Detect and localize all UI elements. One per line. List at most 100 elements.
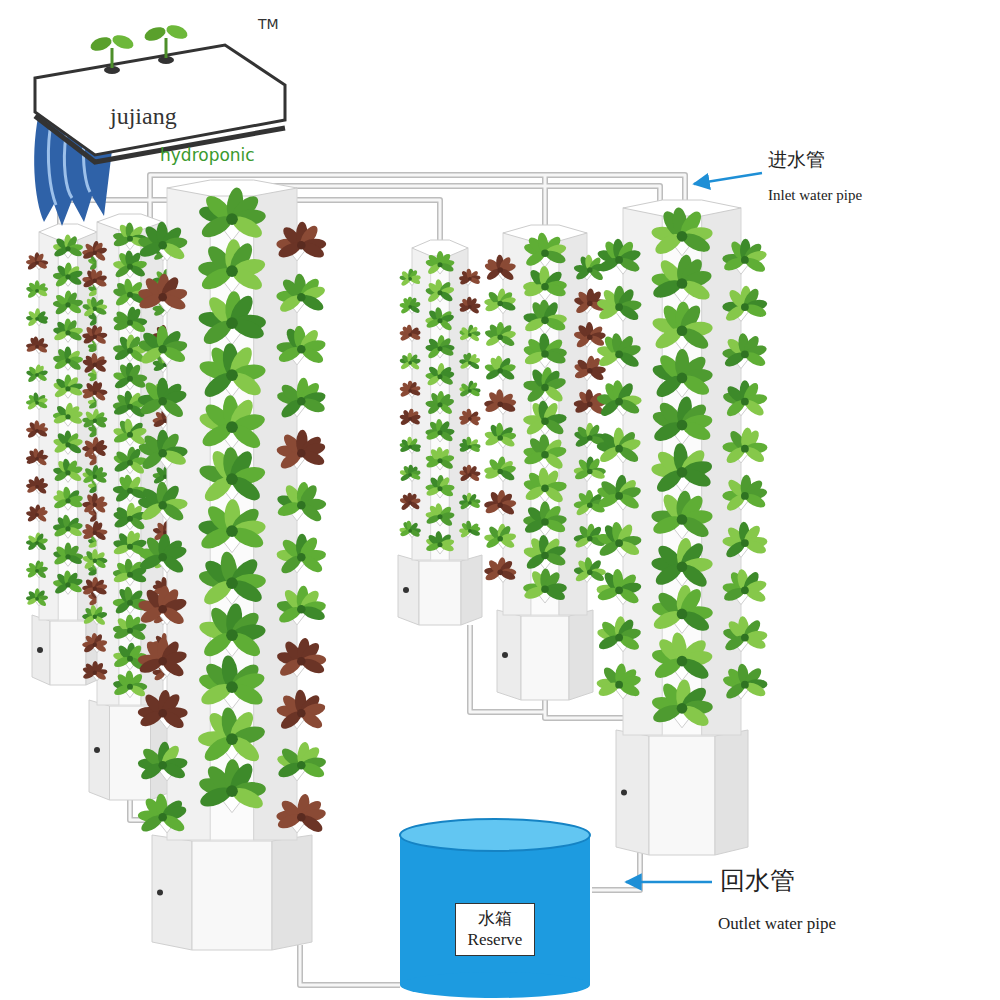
leaf bbox=[400, 333, 411, 342]
leaf-heart bbox=[93, 587, 97, 591]
tower-base bbox=[497, 610, 521, 700]
leaf-heart bbox=[587, 334, 593, 340]
leaf-heart bbox=[65, 274, 70, 279]
leaf-heart bbox=[127, 684, 133, 690]
leaf bbox=[409, 305, 420, 315]
base-valve bbox=[37, 647, 43, 653]
leaf-heart bbox=[468, 501, 472, 505]
leaf bbox=[409, 361, 420, 371]
leaf bbox=[93, 390, 106, 402]
leaf-heart bbox=[541, 585, 549, 593]
leaf-heart bbox=[497, 334, 503, 340]
leaf-heart bbox=[35, 289, 39, 293]
leaf-heart bbox=[615, 586, 623, 594]
leaf bbox=[469, 417, 480, 427]
leaf-heart bbox=[226, 369, 238, 381]
leaf-heart bbox=[65, 246, 70, 251]
leaf-heart bbox=[35, 457, 39, 461]
leaf-heart bbox=[497, 301, 503, 307]
leaf-heart bbox=[468, 389, 472, 393]
leaf-heart bbox=[741, 492, 749, 500]
tower-base bbox=[569, 610, 593, 700]
leaf-heart bbox=[226, 473, 238, 485]
leaf-heart bbox=[541, 317, 549, 325]
leaf-heart bbox=[35, 345, 39, 349]
leaf-heart bbox=[65, 582, 70, 587]
leaf-heart bbox=[541, 384, 549, 392]
leaf-heart bbox=[297, 501, 306, 510]
leaf-heart bbox=[35, 597, 39, 601]
leaf-heart bbox=[587, 570, 593, 576]
leaf bbox=[36, 457, 48, 467]
leaf-heart bbox=[541, 249, 549, 257]
leaf-heart bbox=[615, 256, 623, 264]
leaf-heart bbox=[437, 458, 442, 463]
leaf bbox=[36, 372, 48, 382]
leaf-heart bbox=[615, 492, 623, 500]
leaf-heart bbox=[297, 657, 306, 666]
leaf-heart bbox=[297, 241, 306, 250]
leaf bbox=[54, 274, 70, 289]
leaf-heart bbox=[93, 279, 97, 283]
leaf-heart bbox=[93, 643, 97, 647]
leaf bbox=[83, 362, 96, 374]
leaf-heart bbox=[158, 397, 167, 406]
leaf bbox=[27, 541, 39, 552]
leaf-heart bbox=[677, 561, 688, 572]
leaf-heart bbox=[93, 419, 97, 423]
leaf-heart bbox=[226, 629, 238, 641]
leaf bbox=[27, 289, 39, 300]
leaf-heart bbox=[297, 397, 306, 406]
leaf-heart bbox=[158, 553, 167, 562]
leaf-heart bbox=[741, 681, 749, 689]
tower bbox=[82, 214, 178, 800]
leaf-heart bbox=[93, 615, 97, 619]
tower bbox=[398, 240, 482, 625]
leaf-heart bbox=[468, 473, 472, 477]
leaf bbox=[36, 513, 48, 523]
pipes bbox=[60, 175, 685, 985]
tower-base bbox=[192, 841, 272, 950]
leaf-heart bbox=[741, 303, 749, 311]
leaf bbox=[26, 596, 38, 606]
leaf-heart bbox=[408, 333, 412, 337]
leaf-heart bbox=[127, 432, 133, 438]
leaf-heart bbox=[437, 486, 442, 491]
leaf-heart bbox=[587, 536, 593, 542]
leaf bbox=[83, 306, 96, 318]
leaf-heart bbox=[158, 709, 167, 718]
leaf bbox=[83, 642, 96, 654]
tower-base bbox=[461, 555, 482, 625]
leaf-heart bbox=[615, 681, 623, 689]
leaf-heart bbox=[677, 373, 688, 384]
leaf-heart bbox=[65, 498, 70, 503]
leaf-heart bbox=[158, 293, 167, 302]
leaf-heart bbox=[127, 264, 133, 270]
leaf bbox=[36, 569, 48, 580]
leaf-heart bbox=[541, 518, 549, 526]
leaf-heart bbox=[127, 236, 133, 242]
leaf bbox=[94, 558, 107, 570]
leaf-heart bbox=[93, 307, 97, 311]
leaf-heart bbox=[615, 539, 623, 547]
leaf-heart bbox=[468, 361, 472, 365]
leaf-heart bbox=[615, 445, 623, 453]
leaf bbox=[427, 346, 442, 360]
leaf-heart bbox=[158, 345, 167, 354]
leaf bbox=[400, 305, 411, 315]
base-valve bbox=[403, 587, 409, 593]
leaf-heart bbox=[468, 445, 472, 449]
leaf-heart bbox=[127, 376, 133, 382]
tower-base bbox=[715, 730, 748, 855]
leaf-heart bbox=[741, 398, 749, 406]
tower-base bbox=[89, 700, 110, 800]
leaf-heart bbox=[35, 485, 39, 489]
leaf bbox=[27, 429, 39, 440]
towers bbox=[26, 180, 768, 950]
leaf-heart bbox=[741, 445, 749, 453]
leaf-heart bbox=[587, 402, 593, 408]
leaf-heart bbox=[497, 570, 503, 576]
leaf bbox=[27, 401, 39, 411]
leaf bbox=[459, 473, 470, 483]
